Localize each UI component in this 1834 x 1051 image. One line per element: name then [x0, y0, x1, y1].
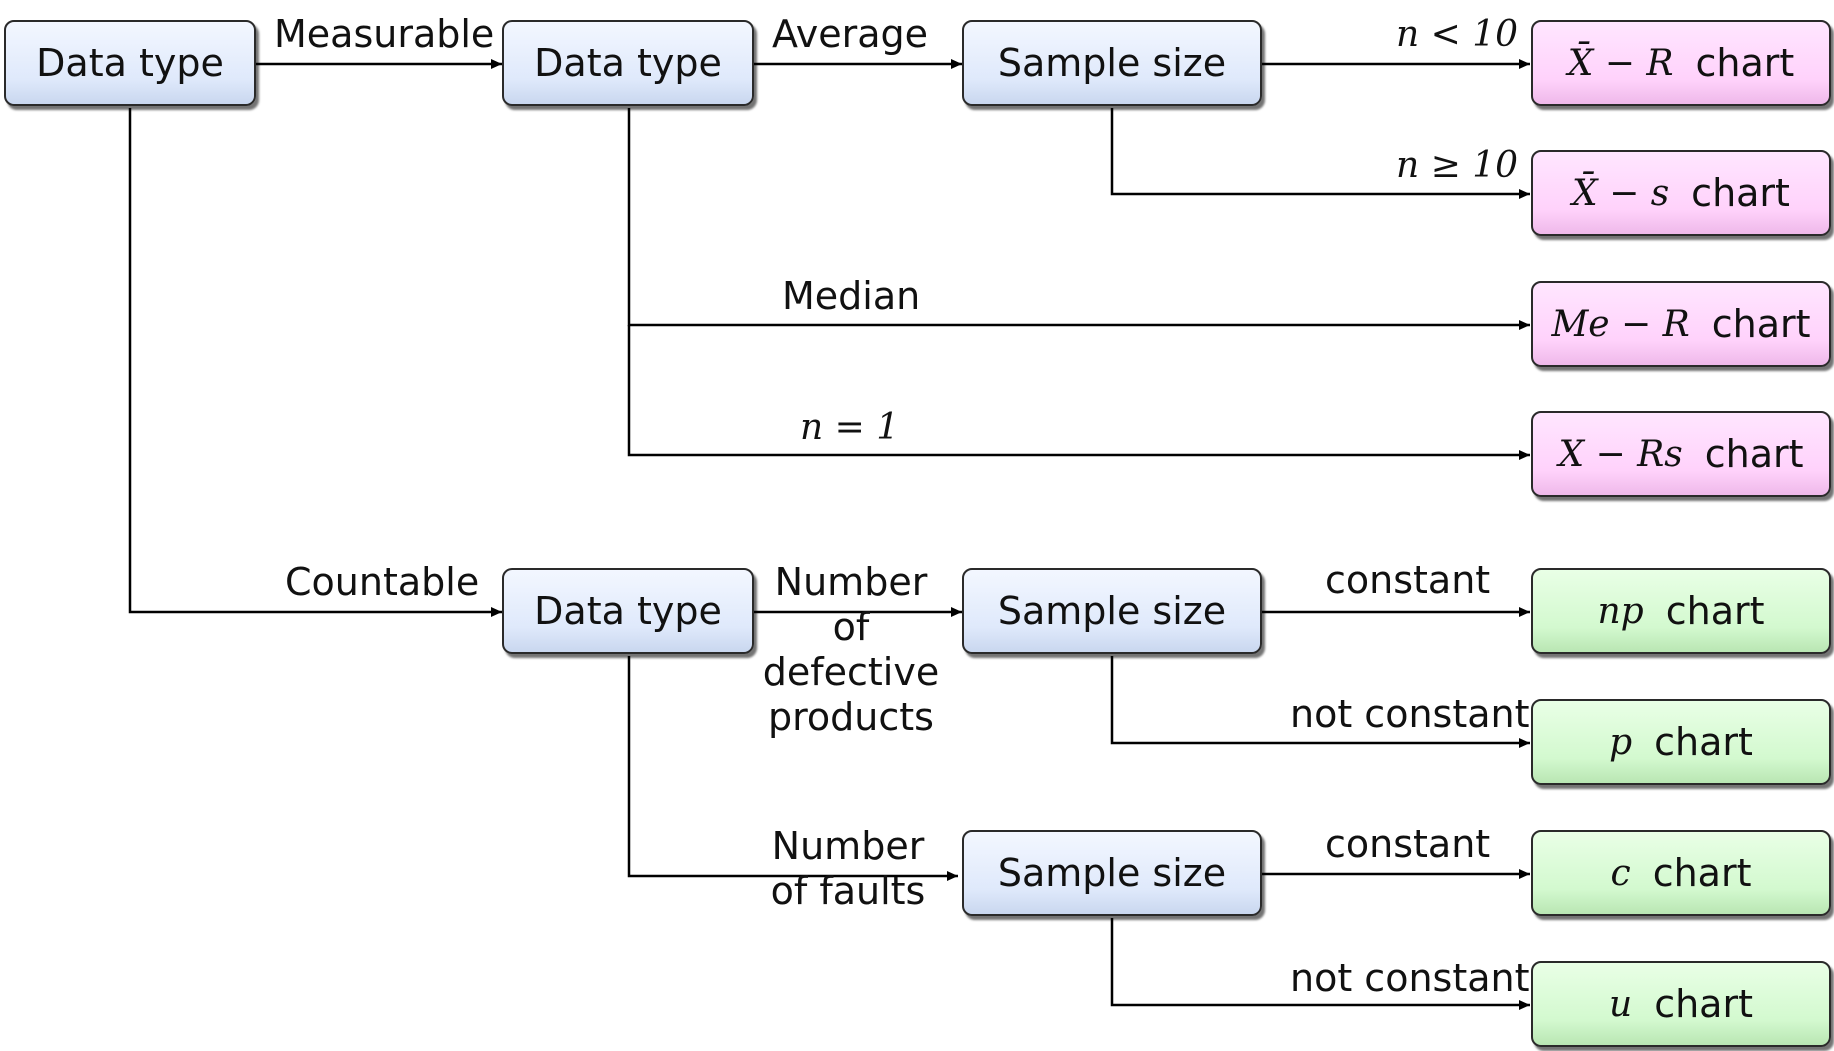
- node-measurable-data-type: Data type: [502, 20, 754, 106]
- node-root-data-type: Data type: [4, 20, 256, 106]
- chart-symbol: X̄ − s: [1572, 172, 1670, 214]
- result-xbar-s-chart: X̄ − s chart: [1531, 150, 1831, 236]
- edge-label-line: defective: [762, 650, 940, 694]
- node-label: Sample size: [997, 851, 1227, 895]
- chart-word: chart: [1652, 851, 1752, 895]
- node-label: Data type: [534, 589, 722, 633]
- edge-label-not-constant-2: not constant: [1290, 956, 1530, 1000]
- edge-label-line: of: [832, 605, 870, 649]
- edge-label-line: products: [768, 695, 934, 739]
- chart-symbol: np: [1597, 590, 1644, 632]
- edge-not-constant-2: [1110, 918, 1530, 1010]
- chart-word: chart: [1665, 589, 1765, 633]
- node-defective-sample-size: Sample size: [962, 568, 1262, 654]
- chart-word: chart: [1704, 432, 1804, 476]
- edge-n-eq-1: [627, 325, 1530, 460]
- result-x-rs-chart: X − Rs chart: [1531, 411, 1831, 497]
- edge-label-defective-products: Number of defective products: [758, 560, 944, 740]
- result-p-chart: p chart: [1531, 699, 1831, 785]
- chart-word: chart: [1654, 720, 1753, 764]
- edge-label-n-eq-1: n = 1: [800, 407, 900, 448]
- edge-label-measurable: Measurable: [274, 12, 495, 56]
- edge-label-n-lt-10: n < 10: [1396, 14, 1519, 55]
- edge-label-constant-1: constant: [1325, 558, 1491, 602]
- chart-symbol: p: [1609, 721, 1633, 763]
- result-xbar-r-chart: X̄ − R chart: [1531, 20, 1831, 106]
- edge-label-median: Median: [782, 274, 921, 318]
- node-label: Sample size: [997, 589, 1227, 633]
- edge-label-n-ge-10: n ≥ 10: [1396, 145, 1519, 186]
- node-label: Data type: [534, 41, 722, 85]
- chart-word: chart: [1691, 171, 1790, 215]
- edge-label-line: Number: [771, 824, 925, 868]
- chart-word: chart: [1695, 41, 1795, 85]
- edge-not-constant-1: [1110, 656, 1530, 748]
- edge-median: [627, 108, 1530, 330]
- edge-label-countable: Countable: [285, 560, 480, 604]
- chart-word: chart: [1654, 982, 1753, 1026]
- chart-word: chart: [1711, 302, 1811, 346]
- chart-symbol: u: [1609, 983, 1633, 1025]
- edge-n-ge-10: [1110, 108, 1530, 199]
- node-faults-sample-size: Sample size: [962, 830, 1262, 916]
- edge-label-number-of-faults: Number of faults: [758, 824, 938, 914]
- result-np-chart: np chart: [1531, 568, 1831, 654]
- edge-label-constant-2: constant: [1325, 822, 1491, 866]
- edge-faults: [627, 656, 958, 881]
- edge-label-average: Average: [772, 12, 929, 56]
- result-me-r-chart: Me − R chart: [1531, 281, 1831, 367]
- edge-countable: [128, 108, 502, 617]
- node-average-sample-size: Sample size: [962, 20, 1262, 106]
- node-countable-data-type: Data type: [502, 568, 754, 654]
- chart-symbol: Me − R: [1551, 303, 1690, 345]
- node-label: Data type: [36, 41, 224, 85]
- chart-symbol: X − Rs: [1558, 433, 1683, 475]
- edge-label-line: of faults: [770, 869, 926, 913]
- node-label: Sample size: [997, 41, 1227, 85]
- result-c-chart: c chart: [1531, 830, 1831, 916]
- edge-label-line: Number: [774, 560, 928, 604]
- chart-symbol: X̄ − R: [1567, 42, 1674, 84]
- result-u-chart: u chart: [1531, 961, 1831, 1047]
- chart-symbol: c: [1610, 852, 1631, 894]
- edge-label-not-constant-1: not constant: [1290, 692, 1530, 736]
